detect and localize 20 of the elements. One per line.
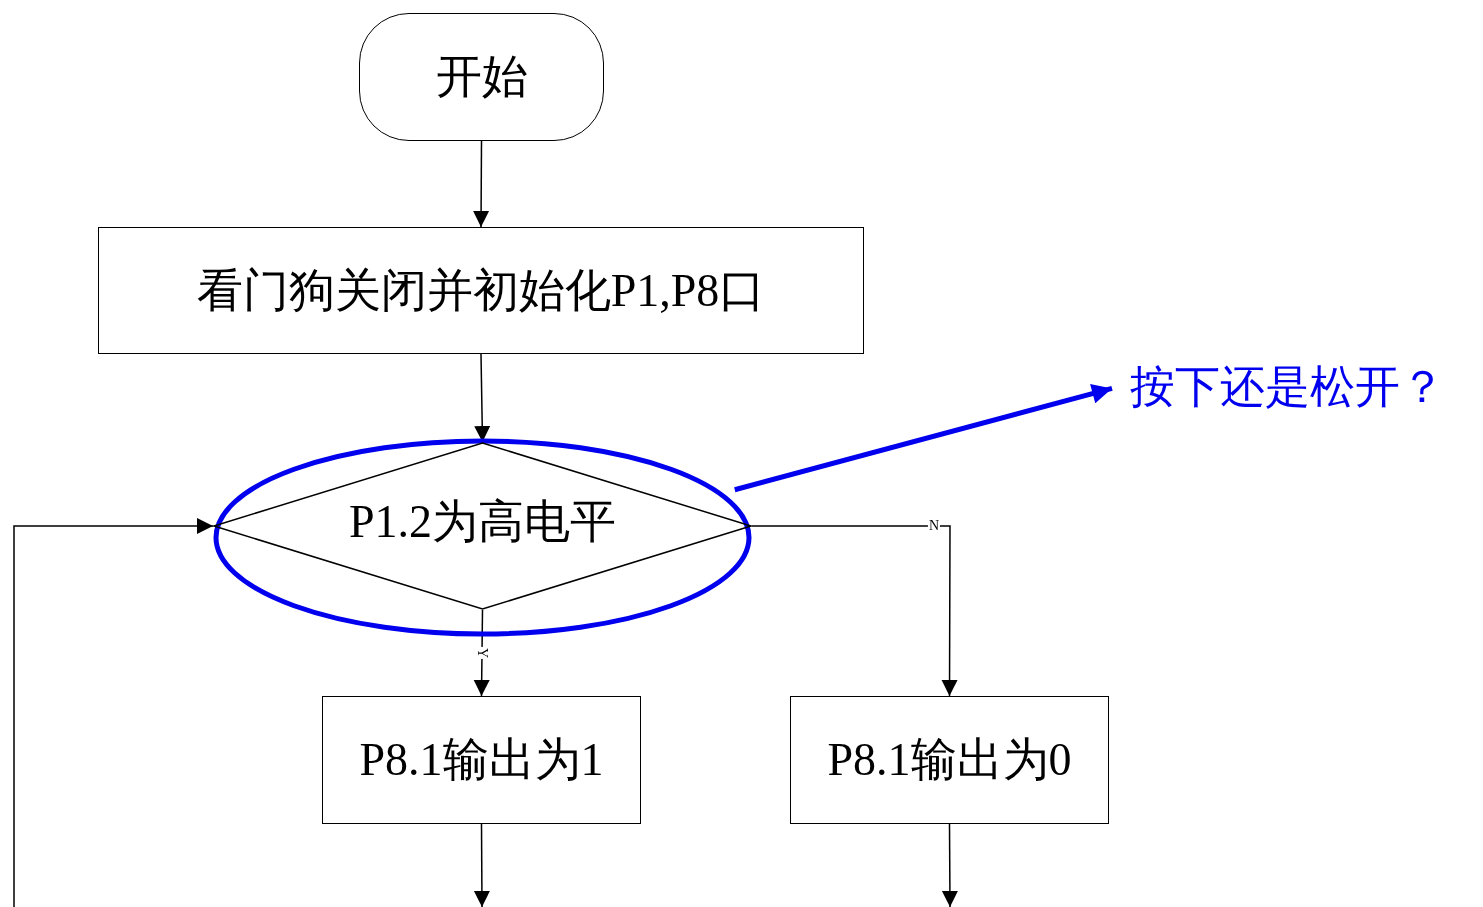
edge-label: Y — [475, 646, 489, 660]
arrow — [473, 609, 490, 697]
decision-diamond — [213, 442, 752, 610]
arrow — [751, 525, 958, 697]
box-text: 开始 — [435, 54, 528, 100]
box-text: P8.1输出为0 — [827, 737, 1072, 783]
box-text: 看门狗关闭并初始化P1,P8口 — [196, 267, 766, 314]
arrow — [734, 383, 1113, 493]
arrow — [13, 518, 214, 907]
terminal-box — [359, 13, 604, 141]
process-box — [98, 227, 864, 354]
arrow — [473, 823, 490, 907]
process-box — [790, 696, 1109, 824]
arrow — [941, 823, 958, 907]
arrow — [473, 140, 490, 228]
annotation-text: 按下还是松开？ — [1130, 363, 1445, 409]
box-text: P8.1输出为1 — [359, 737, 604, 783]
process-box — [322, 696, 641, 824]
edge-label: N — [927, 519, 941, 533]
decision-text: P1.2为高电平 — [348, 499, 617, 545]
